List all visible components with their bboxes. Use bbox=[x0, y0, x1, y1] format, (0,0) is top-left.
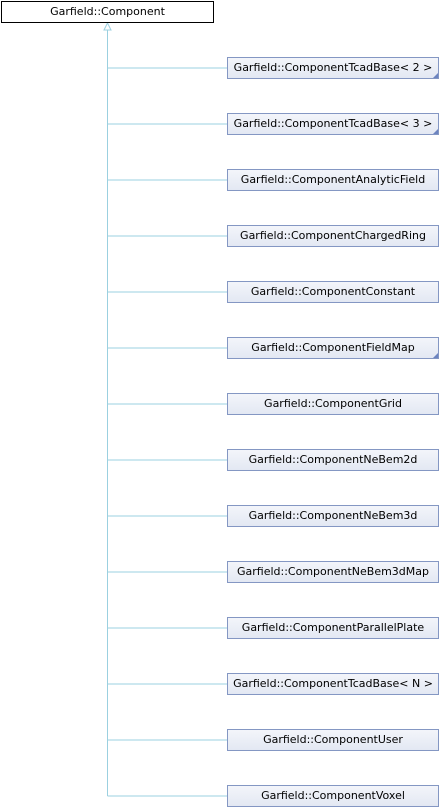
derived-class-label: Garfield::ComponentGrid bbox=[264, 397, 402, 410]
derived-class-box[interactable]: Garfield::ComponentTcadBase< 2 > bbox=[227, 57, 439, 79]
derived-class-box[interactable]: Garfield::ComponentTcadBase< 3 > bbox=[227, 113, 439, 135]
derived-class-label: Garfield::ComponentNeBem3d bbox=[248, 509, 418, 522]
derived-class-label: Garfield::ComponentAnalyticField bbox=[240, 173, 426, 186]
derived-class-box[interactable]: Garfield::ComponentNeBem3dMap bbox=[227, 561, 439, 583]
truncated-marker-icon bbox=[433, 129, 438, 134]
inheritance-arrowhead bbox=[103, 21, 112, 31]
derived-class-label: Garfield::ComponentNeBem3dMap bbox=[236, 565, 430, 578]
derived-class-box[interactable]: Garfield::ComponentFieldMap bbox=[227, 337, 439, 359]
derived-class-box[interactable]: Garfield::ComponentUser bbox=[227, 729, 439, 751]
root-class-label: Garfield::Component bbox=[50, 5, 165, 18]
derived-class-label: Garfield::ComponentTcadBase< 2 > bbox=[233, 61, 433, 74]
derived-class-box[interactable]: Garfield::ComponentConstant bbox=[227, 281, 439, 303]
truncated-marker-icon bbox=[433, 73, 438, 78]
derived-class-label: Garfield::ComponentFieldMap bbox=[251, 341, 415, 354]
derived-class-label: Garfield::ComponentChargedRing bbox=[240, 229, 426, 242]
derived-class-box[interactable]: Garfield::ComponentNeBem3d bbox=[227, 505, 439, 527]
derived-class-label: Garfield::ComponentUser bbox=[263, 733, 403, 746]
derived-class-box[interactable]: Garfield::ComponentTcadBase< N > bbox=[227, 673, 439, 695]
derived-class-label: Garfield::ComponentTcadBase< N > bbox=[233, 677, 433, 690]
derived-class-label: Garfield::ComponentVoxel bbox=[261, 789, 405, 802]
derived-class-label: Garfield::ComponentParallelPlate bbox=[241, 621, 425, 634]
derived-class-box[interactable]: Garfield::ComponentNeBem2d bbox=[227, 449, 439, 471]
derived-class-label: Garfield::ComponentConstant bbox=[250, 285, 416, 298]
derived-class-box[interactable]: Garfield::ComponentVoxel bbox=[227, 785, 439, 807]
root-class-box[interactable]: Garfield::Component bbox=[1, 1, 214, 23]
derived-class-box[interactable]: Garfield::ComponentGrid bbox=[227, 393, 439, 415]
derived-class-label: Garfield::ComponentTcadBase< 3 > bbox=[233, 117, 433, 130]
truncated-marker-icon bbox=[433, 353, 438, 358]
derived-class-label: Garfield::ComponentNeBem2d bbox=[248, 453, 418, 466]
derived-class-box[interactable]: Garfield::ComponentParallelPlate bbox=[227, 617, 439, 639]
derived-class-box[interactable]: Garfield::ComponentAnalyticField bbox=[227, 169, 439, 191]
derived-class-box[interactable]: Garfield::ComponentChargedRing bbox=[227, 225, 439, 247]
